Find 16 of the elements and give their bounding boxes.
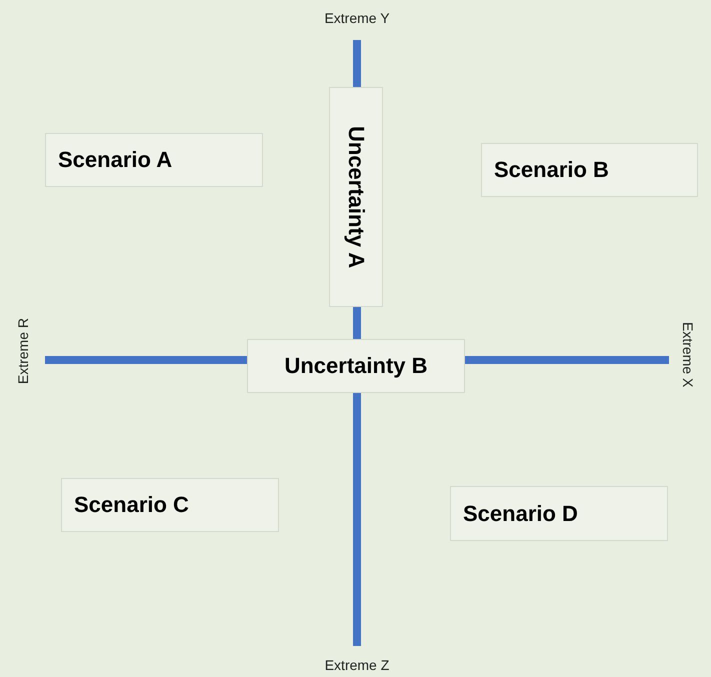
scenario-box xyxy=(450,486,668,541)
box-label: Scenario C xyxy=(74,494,189,516)
axis-extreme-label: Extreme R xyxy=(16,318,30,384)
scenario-box xyxy=(61,478,279,532)
box-label: Uncertainty A xyxy=(345,126,367,268)
axis-extreme-label: Extreme X xyxy=(681,322,695,388)
scenario-box xyxy=(45,133,263,187)
axis-extreme-label: Extreme Y xyxy=(324,11,390,25)
axis-extreme-label: Extreme Z xyxy=(324,658,390,672)
uncertainty-box xyxy=(329,87,383,307)
scenario-box xyxy=(481,143,698,197)
uncertainty-box xyxy=(247,339,465,393)
box-label: Scenario A xyxy=(58,149,172,171)
box-label: Scenario D xyxy=(463,502,578,524)
box-label: Uncertainty B xyxy=(284,355,428,377)
box-label: Scenario B xyxy=(494,159,609,181)
